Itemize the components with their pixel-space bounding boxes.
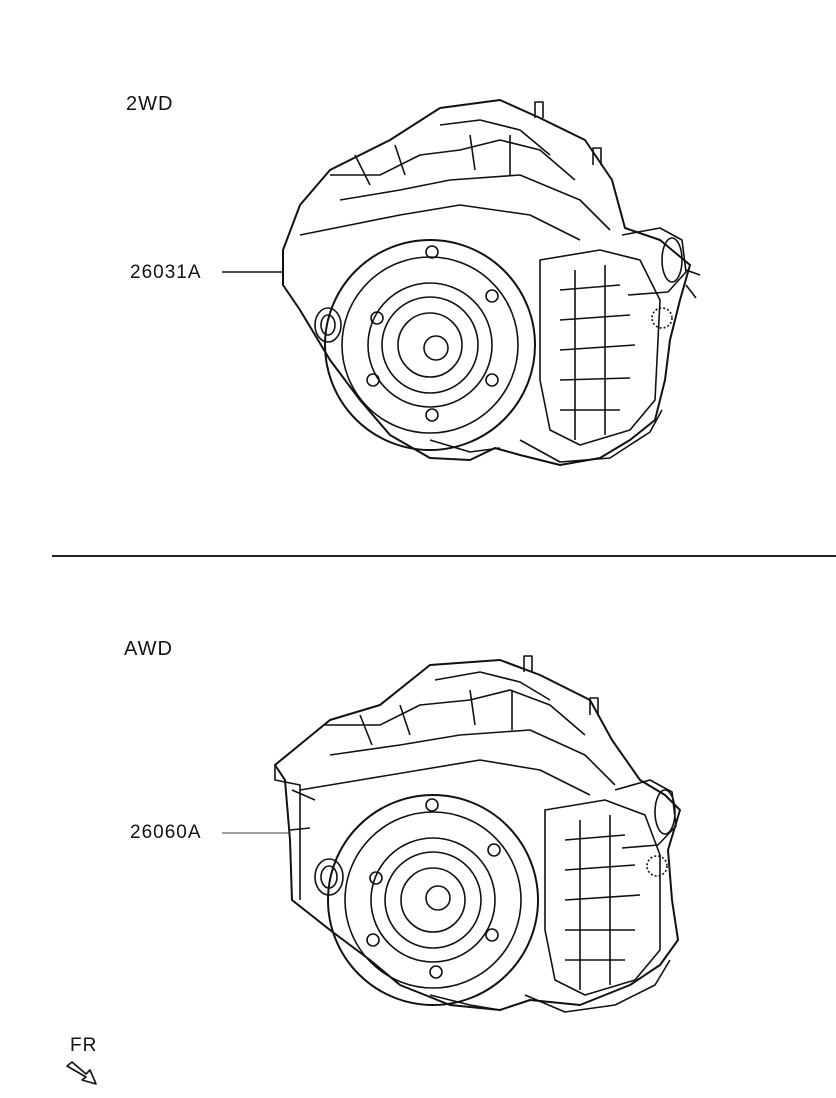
transaxle-assembly-icon — [222, 99, 701, 466]
part-number-2wd[interactable]: 26031A — [130, 262, 202, 283]
transaxle-assembly-icon — [222, 655, 681, 1013]
part-number-awd[interactable]: 26060A — [130, 822, 202, 843]
section-divider — [52, 555, 836, 557]
orientation-label: FR — [70, 1035, 98, 1056]
section-title-2wd: 2WD — [126, 93, 174, 115]
section-title-awd: AWD — [124, 638, 173, 660]
fr-arrow-icon — [66, 1061, 97, 1085]
